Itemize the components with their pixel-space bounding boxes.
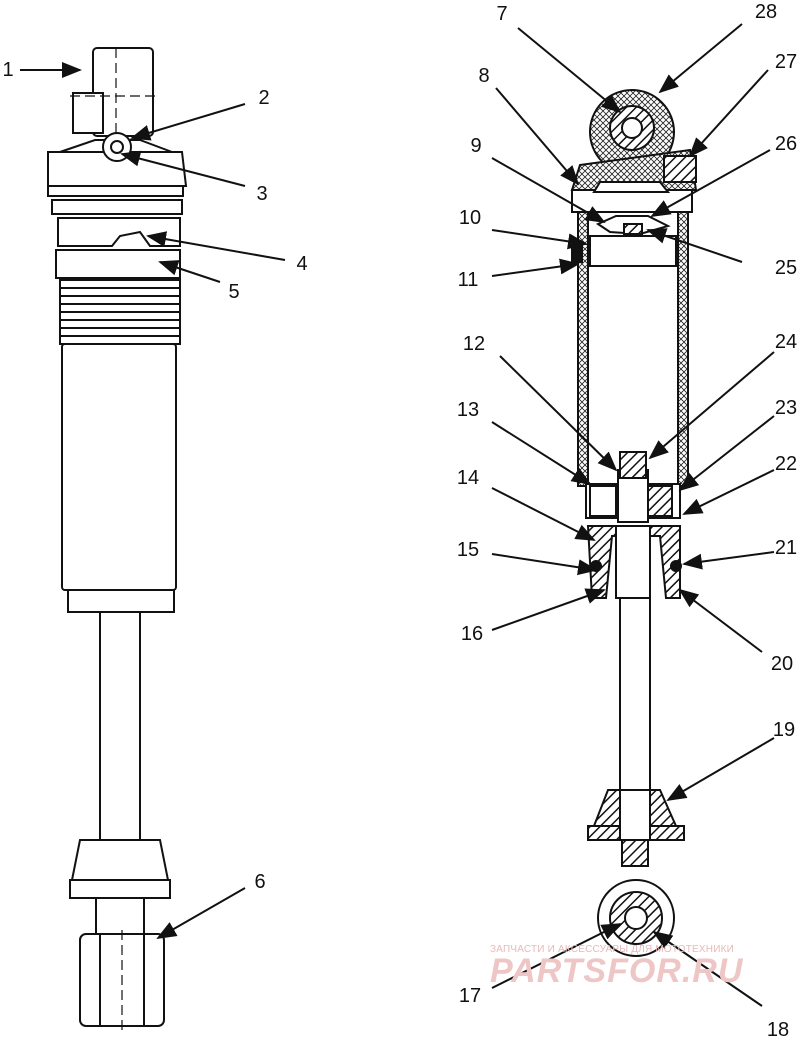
- callout-2: 2: [258, 87, 270, 109]
- callout-7: 7: [496, 3, 508, 25]
- exterior-view: [47, 47, 188, 1030]
- callout-20: 20: [770, 653, 794, 675]
- callout-27: 27: [774, 51, 798, 73]
- callout-9: 9: [470, 135, 482, 157]
- cutaway-shaft: [619, 597, 651, 809]
- watermark-tagline: ЗАПЧАСТИ И АКСЕССУАРЫ ДЛЯ МОТОТЕХНИКИ: [490, 944, 735, 955]
- callout-10: 10: [458, 207, 482, 229]
- watermark: ЗАПЧАСТИ И АКСЕССУАРЫ ДЛЯ МОТОТЕХНИКИ PA…: [490, 944, 744, 990]
- spring-adjuster: [57, 217, 181, 247]
- shock-body: [61, 343, 177, 591]
- callout-23: 23: [774, 397, 798, 419]
- callout-4: 4: [296, 253, 308, 275]
- callout-13: 13: [456, 399, 480, 421]
- right-leader-lines: [491, 23, 775, 1007]
- callout-21: 21: [774, 537, 798, 559]
- callout-1: 1: [2, 59, 14, 81]
- callout-15: 15: [456, 539, 480, 561]
- cylinder-wall-right: [677, 211, 689, 487]
- threaded-body: [59, 279, 181, 345]
- callout-12: 12: [462, 333, 486, 355]
- callout-28: 28: [754, 1, 778, 23]
- callout-16: 16: [460, 623, 484, 645]
- callout-14: 14: [456, 467, 480, 489]
- watermark-logo: PARTSFOR.RU: [490, 952, 744, 990]
- callout-6: 6: [254, 871, 266, 893]
- piston-nut: [619, 451, 647, 479]
- callout-8: 8: [478, 65, 490, 87]
- callout-26: 26: [774, 133, 798, 155]
- callout-3: 3: [256, 183, 268, 205]
- callout-11: 11: [457, 269, 479, 291]
- callout-22: 22: [774, 453, 798, 475]
- cutaway-view: [570, 89, 698, 957]
- callout-17: 17: [458, 985, 482, 1007]
- callout-25: 25: [774, 257, 798, 279]
- shaft: [99, 611, 141, 841]
- callout-24: 24: [774, 331, 798, 353]
- preload-ring: [55, 249, 181, 279]
- bumper: [70, 839, 170, 881]
- left-leader-lines: [20, 62, 286, 939]
- air-valve-section: [663, 155, 697, 183]
- callout-19: 19: [772, 719, 796, 741]
- callout-18: 18: [766, 1019, 790, 1041]
- callout-5: 5: [228, 281, 240, 303]
